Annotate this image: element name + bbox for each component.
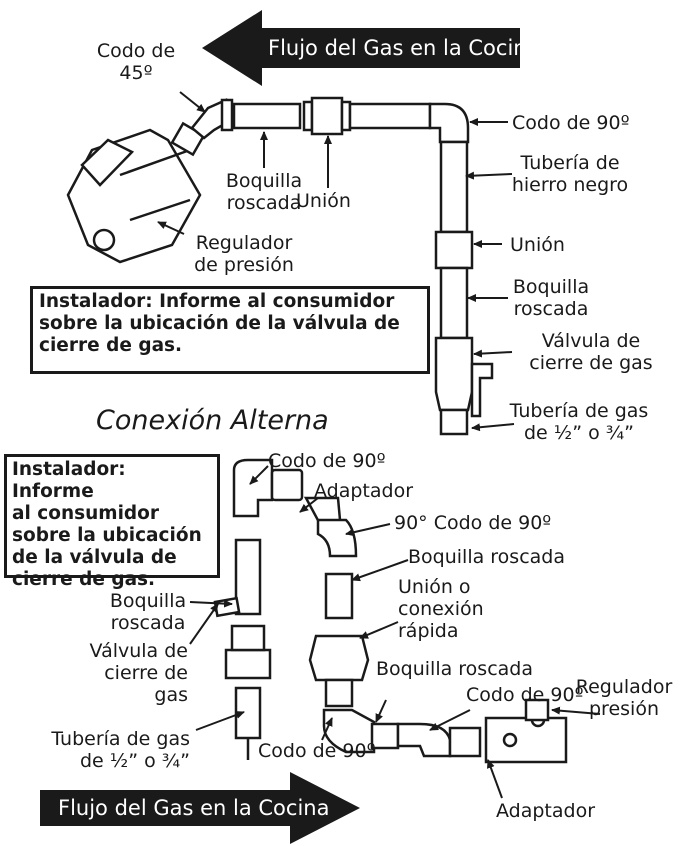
alt-right-pipe bbox=[303, 496, 568, 764]
regulator-label-alt: Regulador presión bbox=[570, 676, 678, 720]
installer-note-alt-line1: Instalador: Informe bbox=[12, 459, 126, 502]
horizontal-pipe-top bbox=[220, 96, 470, 144]
flow-arrow-bottom-label: Flujo del Gas en la Cocina bbox=[58, 796, 330, 820]
nipple-label-top-2: Boquilla roscada bbox=[506, 276, 596, 320]
nipple-label-alt-left-line2: roscada bbox=[110, 612, 186, 634]
adapter-label-alt-top: Adaptador bbox=[314, 480, 414, 502]
nipple-label-alt-right: Boquilla roscada bbox=[408, 546, 565, 568]
quick-connect-label: Unión o conexión rápida bbox=[398, 576, 484, 642]
pressure-regulator-top bbox=[66, 121, 206, 264]
gas-pipe-label-top: Tubería de gas de ½” o ¾” bbox=[504, 400, 654, 444]
elbow-45-label-line2: 45º bbox=[119, 62, 153, 84]
quick-connect-label-line1: Unión o bbox=[398, 576, 471, 598]
black-iron-pipe-label-line2: hierro negro bbox=[511, 174, 629, 196]
gas-pipe-label-top-line1: Tubería de gas bbox=[509, 400, 649, 422]
shutoff-valve-label-top-line1: Válvula de bbox=[541, 330, 641, 352]
regulator-label-alt-line1: Regulador bbox=[575, 676, 673, 698]
black-iron-pipe-label: Tubería de hierro negro bbox=[510, 152, 630, 196]
union-label-top-2: Unión bbox=[510, 234, 565, 256]
gas-pipe-label-top-line2: de ½” o ¾” bbox=[523, 422, 634, 444]
alt-left-pipe bbox=[213, 458, 304, 760]
nipple-label-alt-left: Boquilla roscada bbox=[100, 590, 196, 634]
shutoff-valve-label-alt-line2: cierre de bbox=[104, 662, 188, 684]
flow-arrow-bottom bbox=[40, 772, 360, 844]
installer-note-alt-line4: de la válvula de bbox=[12, 547, 177, 568]
elbow-90-label-alt-90: 90° Codo de 90º bbox=[394, 512, 552, 534]
elbow-45-label: Codo de 45º bbox=[88, 40, 184, 84]
regulator-label-top-line1: Regulador bbox=[195, 232, 293, 254]
vertical-pipe-top bbox=[434, 140, 494, 436]
shutoff-valve-label-alt-line3: gas bbox=[154, 684, 188, 706]
nipple-label-top-line1: Boquilla bbox=[225, 170, 303, 192]
gas-pipe-label-alt-line1: Tubería de gas bbox=[51, 728, 190, 750]
shutoff-valve-label-top: Válvula de cierre de gas bbox=[516, 330, 666, 374]
adapter-label-alt-bottom: Adaptador bbox=[496, 800, 596, 822]
nipple-label-top-2-line2: roscada bbox=[513, 298, 589, 320]
regulator-label-top-line2: de presión bbox=[194, 254, 294, 276]
installer-note-top: Instalador: Informe al consumidor sobre … bbox=[30, 286, 430, 374]
elbow-90-label-alt-mid: Codo de 90º bbox=[466, 684, 584, 706]
quick-connect-label-line2: conexión bbox=[398, 598, 484, 620]
shutoff-valve-label-alt-line1: Válvula de bbox=[89, 640, 188, 662]
installer-note-alt-line2: al consumidor bbox=[12, 503, 159, 524]
elbow-90-label-top: Codo de 90º bbox=[512, 112, 630, 134]
nipple-label-top: Boquilla roscada bbox=[216, 170, 312, 214]
elbow-90-label-alt-top: Codo de 90º bbox=[268, 450, 386, 472]
regulator-label-top: Regulador de presión bbox=[186, 232, 302, 276]
shutoff-valve-label-top-line2: cierre de gas bbox=[529, 352, 653, 374]
elbow-45-label-line1: Codo de bbox=[96, 40, 176, 62]
gas-pipe-label-alt-line2: de ½” o ¾” bbox=[79, 750, 190, 772]
elbow-90-label-alt-bottom: Codo de 90º bbox=[258, 740, 376, 762]
black-iron-pipe-label-line1: Tubería de bbox=[520, 152, 620, 174]
gas-pipe-label-alt: Tubería de gas de ½” o ¾” bbox=[40, 728, 190, 772]
flow-arrow-top-label: Flujo del Gas en la Cocina bbox=[268, 36, 540, 60]
nipple-label-alt-bottom: Boquilla roscada bbox=[376, 658, 533, 680]
shutoff-valve-label-alt: Válvula de cierre de gas bbox=[80, 640, 188, 706]
regulator-label-alt-line2: presión bbox=[589, 698, 659, 720]
installer-note-alt-line3: sobre la ubicación bbox=[12, 525, 202, 546]
alternate-connection-heading: Conexión Alterna bbox=[96, 405, 329, 436]
flow-arrow-top bbox=[202, 10, 520, 86]
installer-note-alt: Instalador: Informe al consumidor sobre … bbox=[4, 454, 220, 590]
quick-connect-label-line3: rápida bbox=[398, 620, 459, 642]
nipple-label-alt-left-line1: Boquilla bbox=[109, 590, 187, 612]
nipple-label-top-2-line1: Boquilla bbox=[512, 276, 590, 298]
installer-note-alt-line5: cierre de gas. bbox=[12, 569, 156, 590]
nipple-label-top-line2: roscada bbox=[226, 192, 302, 214]
union-label-top: Unión bbox=[296, 190, 351, 212]
